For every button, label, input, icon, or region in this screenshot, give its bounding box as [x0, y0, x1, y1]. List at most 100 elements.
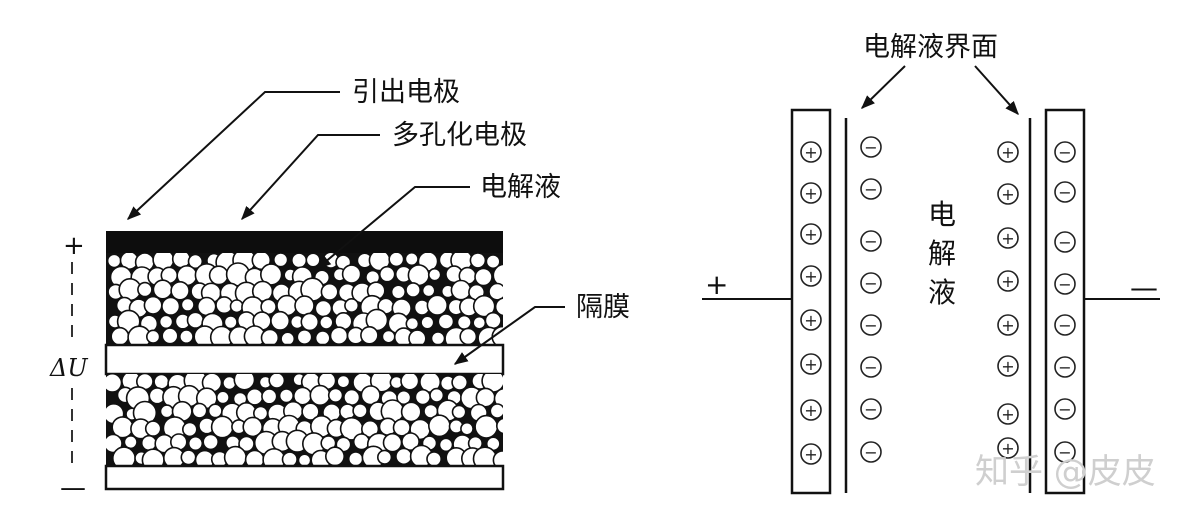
electrode-particle: [405, 316, 420, 331]
porous-electrode-label: 多孔化电极: [392, 120, 527, 151]
electrode-particle: [390, 284, 407, 300]
electrode-particle: [143, 295, 163, 315]
positive-ion-sign: +: [804, 184, 817, 203]
electrode-particle: [427, 414, 451, 438]
negative-ion-sign: −: [864, 316, 877, 335]
electrode-particle: [327, 387, 344, 403]
electrode-particle: [401, 432, 420, 452]
electrode-particle: [426, 451, 442, 466]
negative-ion-sign: −: [864, 180, 877, 199]
electrode-particle: [223, 315, 238, 330]
electrode-particle: [261, 388, 278, 405]
positive-ion: +: [800, 353, 822, 375]
negative-ion: −: [1054, 314, 1076, 336]
electrode-particle: [144, 420, 162, 437]
negative-ion: −: [860, 178, 882, 200]
positive-ion: +: [800, 141, 822, 163]
interface-arrow-right: [974, 65, 1019, 116]
electrode-particle: [187, 435, 204, 452]
electrode-particle: [106, 253, 122, 269]
electrode-particle: [336, 374, 351, 389]
separator-arrow: [453, 306, 565, 365]
electrolyte-char-2: 解: [928, 237, 956, 270]
positive-ion: +: [997, 314, 1019, 336]
bottom-plate: [104, 464, 505, 491]
electrode-particle: [341, 264, 362, 284]
electrode-particle: [405, 282, 421, 298]
electrode-particle: [377, 449, 393, 465]
negative-ion-sign: −: [1058, 316, 1071, 335]
electrode-particle: [489, 403, 503, 419]
negative-ion-sign: −: [1058, 358, 1071, 377]
negative-ion-sign: −: [864, 232, 877, 251]
negative-ion-sign: −: [864, 443, 877, 462]
positive-ion-sign: +: [1001, 229, 1014, 248]
electrode-particle: [207, 403, 223, 419]
positive-ion: +: [997, 141, 1019, 163]
electrode-particle: [186, 311, 205, 329]
electrode-particle: [233, 374, 256, 391]
electrode-particle: [146, 329, 161, 344]
electrode-particle: [343, 388, 361, 407]
negative-ion-sign: −: [1058, 443, 1071, 462]
electrode-particle: [430, 331, 446, 345]
electrolyte-char-3: 液: [928, 276, 956, 309]
electrode-particle: [110, 326, 130, 345]
electrode-particle: [437, 313, 455, 330]
electrode-particle: [161, 327, 179, 345]
ion-column-2: − − − − − − − −: [860, 136, 882, 463]
electrode-particle: [472, 294, 496, 318]
electrode-particle: [395, 447, 413, 466]
electrode-particle: [260, 263, 283, 286]
electrode-particle: [273, 253, 289, 268]
negative-ion: −: [860, 441, 882, 463]
electrode-particle: [381, 329, 396, 344]
negative-ion-sign: −: [864, 274, 877, 293]
electrode-particle: [280, 331, 296, 345]
electrode-particle: [472, 315, 487, 330]
electrode-particle: [400, 374, 420, 391]
negative-ion: −: [1054, 441, 1076, 463]
electrode-particle: [191, 402, 208, 419]
negative-ion: −: [860, 398, 882, 420]
electrode-particle: [404, 253, 419, 267]
electrode-particle: [309, 384, 331, 407]
electrode-particle: [329, 326, 349, 345]
electrode-particle: [492, 263, 503, 288]
electrode-particle: [123, 435, 138, 450]
negative-ion: −: [860, 272, 882, 294]
separator-bar: [104, 343, 505, 376]
negative-ion: −: [1054, 181, 1076, 203]
negative-ion: −: [860, 230, 882, 252]
positive-ion: +: [997, 437, 1019, 459]
electrode-particle: [268, 374, 286, 389]
separator-label: 隔膜: [576, 292, 630, 323]
electrode-particle: [208, 265, 229, 286]
positive-ion: +: [800, 399, 822, 421]
electrode-particle: [427, 267, 442, 282]
positive-ion-sign: +: [1001, 357, 1014, 376]
bottom-porous-electrode: [106, 374, 503, 466]
negative-ion-sign: −: [864, 400, 877, 419]
positive-ion: +: [997, 183, 1019, 205]
positive-ion: +: [800, 309, 822, 331]
negative-electrode-plate: [1044, 108, 1086, 495]
positive-ion: +: [800, 182, 822, 204]
electrode-particle: [360, 385, 381, 406]
left-minus-sign: —: [60, 473, 86, 503]
negative-ion-sign: −: [864, 138, 877, 157]
electrode-particle: [469, 253, 487, 269]
electrode-particle: [270, 310, 291, 331]
electrolyte-char-1: 电: [928, 198, 956, 231]
electrolyte-label: 电解液: [480, 172, 561, 203]
electrode-particle: [344, 297, 360, 313]
negative-ion: −: [1054, 356, 1076, 378]
ion-column-1: + + + + + + + +: [800, 141, 822, 465]
electrode-particle: [215, 390, 230, 405]
electrode-particle: [260, 328, 280, 345]
right-cell: 电解液界面 + — 电 解 液 + + + + + + + +: [702, 32, 1160, 495]
electrode-particle: [153, 374, 170, 390]
negative-ion-sign: −: [1058, 233, 1071, 252]
electrode-particle: [494, 297, 503, 317]
